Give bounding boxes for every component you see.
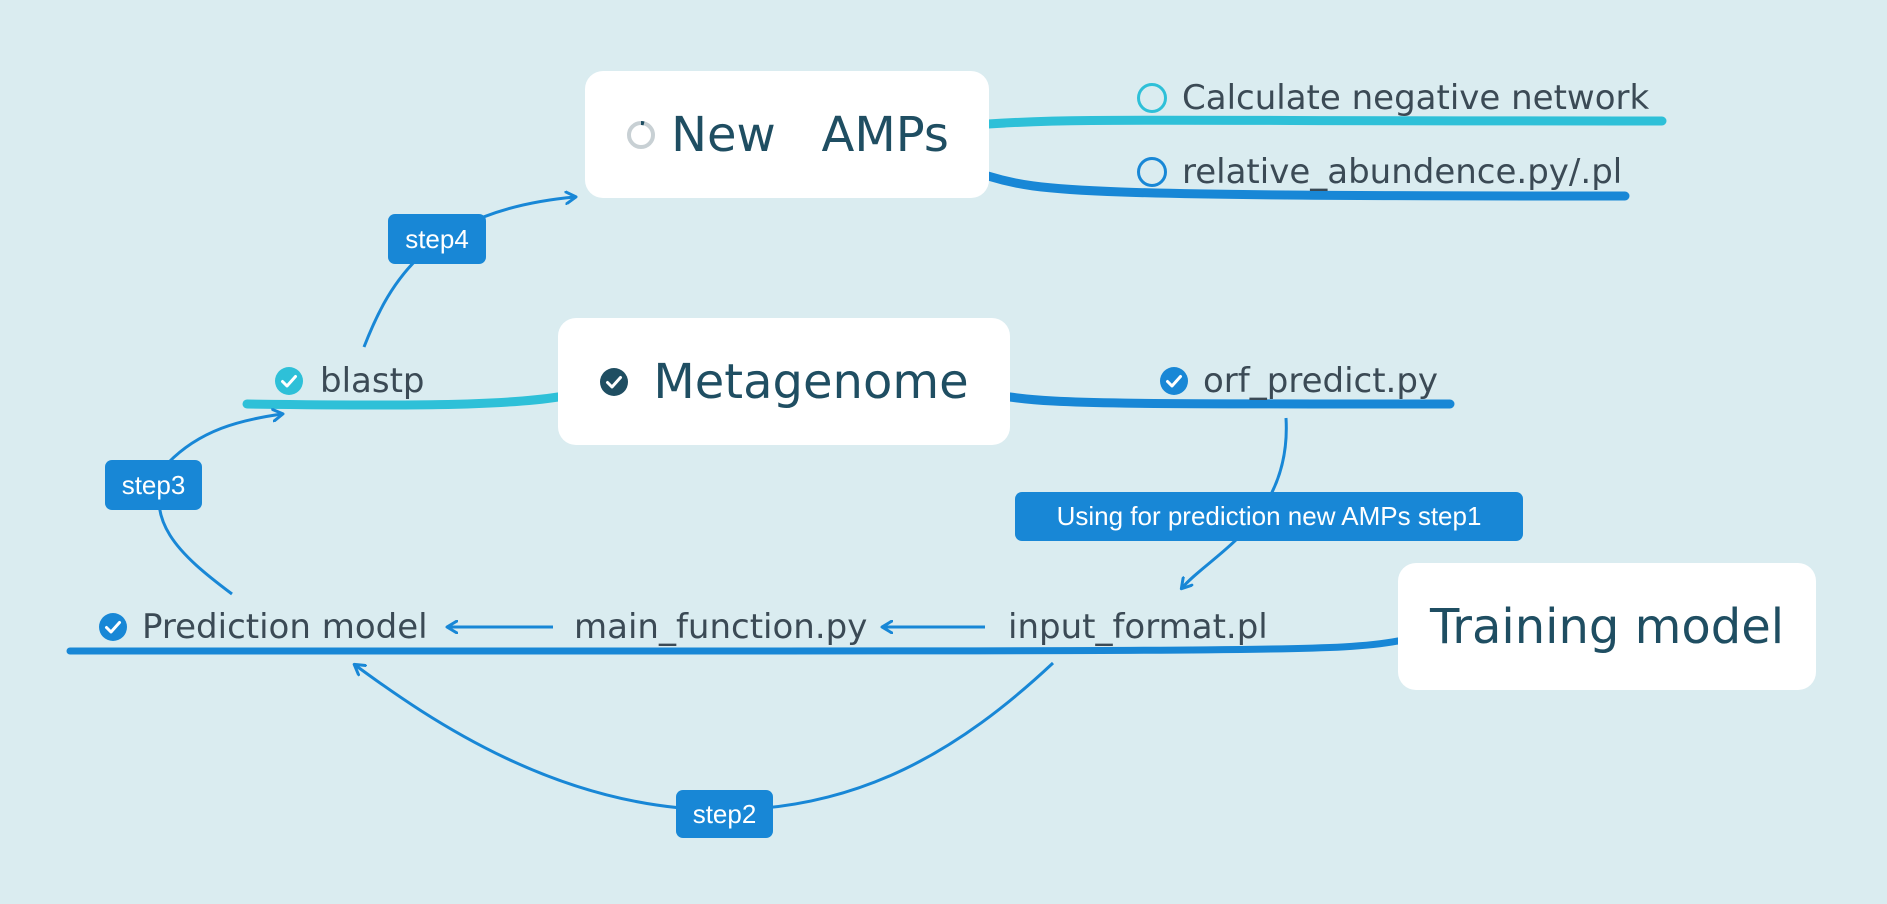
branch-line-relative-abundence <box>983 171 1630 201</box>
topic-new-amps-label: New AMPs <box>671 106 949 163</box>
subtopic-orf-predict[interactable]: orf_predict.py <box>1159 357 1438 405</box>
topic-metagenome-label: Metagenome <box>653 353 969 410</box>
subtopic-main-function-label: main_function.py <box>574 607 868 647</box>
progress-ring-icon <box>627 120 656 149</box>
check-circle-icon <box>1160 367 1188 395</box>
topic-training-model[interactable]: Training model <box>1398 563 1816 690</box>
subtopic-input-format[interactable]: input_format.pl <box>1008 603 1268 651</box>
relationship-label-step1[interactable]: Using for prediction new AMPs step1 <box>1015 492 1523 541</box>
branch-line-training <box>66 637 1402 655</box>
check-circle-icon <box>99 613 127 641</box>
subtopic-blastp[interactable]: blastp <box>274 357 425 405</box>
subtopic-calculate-negative-network-label: Calculate negative network <box>1182 78 1650 118</box>
subtopic-blastp-label: blastp <box>320 361 425 401</box>
relationship-label-step3[interactable]: step3 <box>105 460 202 510</box>
subtopic-prediction-model-label: Prediction model <box>142 607 428 647</box>
subtopic-input-format-label: input_format.pl <box>1008 607 1268 647</box>
empty-circle-icon <box>1137 157 1167 187</box>
relationship-curve-step2 <box>355 661 1055 812</box>
relationship-label-step4[interactable]: step4 <box>388 214 486 264</box>
branch-line-calc-negative <box>983 115 1667 129</box>
subtopic-relative-abundence-label: relative_abundence.py/.pl <box>1182 152 1623 192</box>
topic-training-model-label: Training model <box>1429 598 1785 655</box>
subtopic-prediction-model[interactable]: Prediction model <box>98 603 428 651</box>
subtopic-orf-predict-label: orf_predict.py <box>1203 361 1439 401</box>
topic-metagenome[interactable]: Metagenome <box>558 318 1010 445</box>
check-circle-icon <box>275 367 303 395</box>
check-circle-icon <box>600 367 629 396</box>
branch-line-blastp <box>242 392 563 410</box>
relationship-label-step2[interactable]: step2 <box>676 790 773 838</box>
empty-circle-icon <box>1137 83 1167 113</box>
subtopic-calculate-negative-network[interactable]: Calculate negative network <box>1136 74 1649 122</box>
branch-line-orf-predict <box>1005 392 1455 409</box>
subtopic-main-function[interactable]: main_function.py <box>574 603 867 651</box>
topic-new-amps[interactable]: New AMPs <box>585 71 989 198</box>
subtopic-relative-abundence[interactable]: relative_abundence.py/.pl <box>1136 148 1622 196</box>
